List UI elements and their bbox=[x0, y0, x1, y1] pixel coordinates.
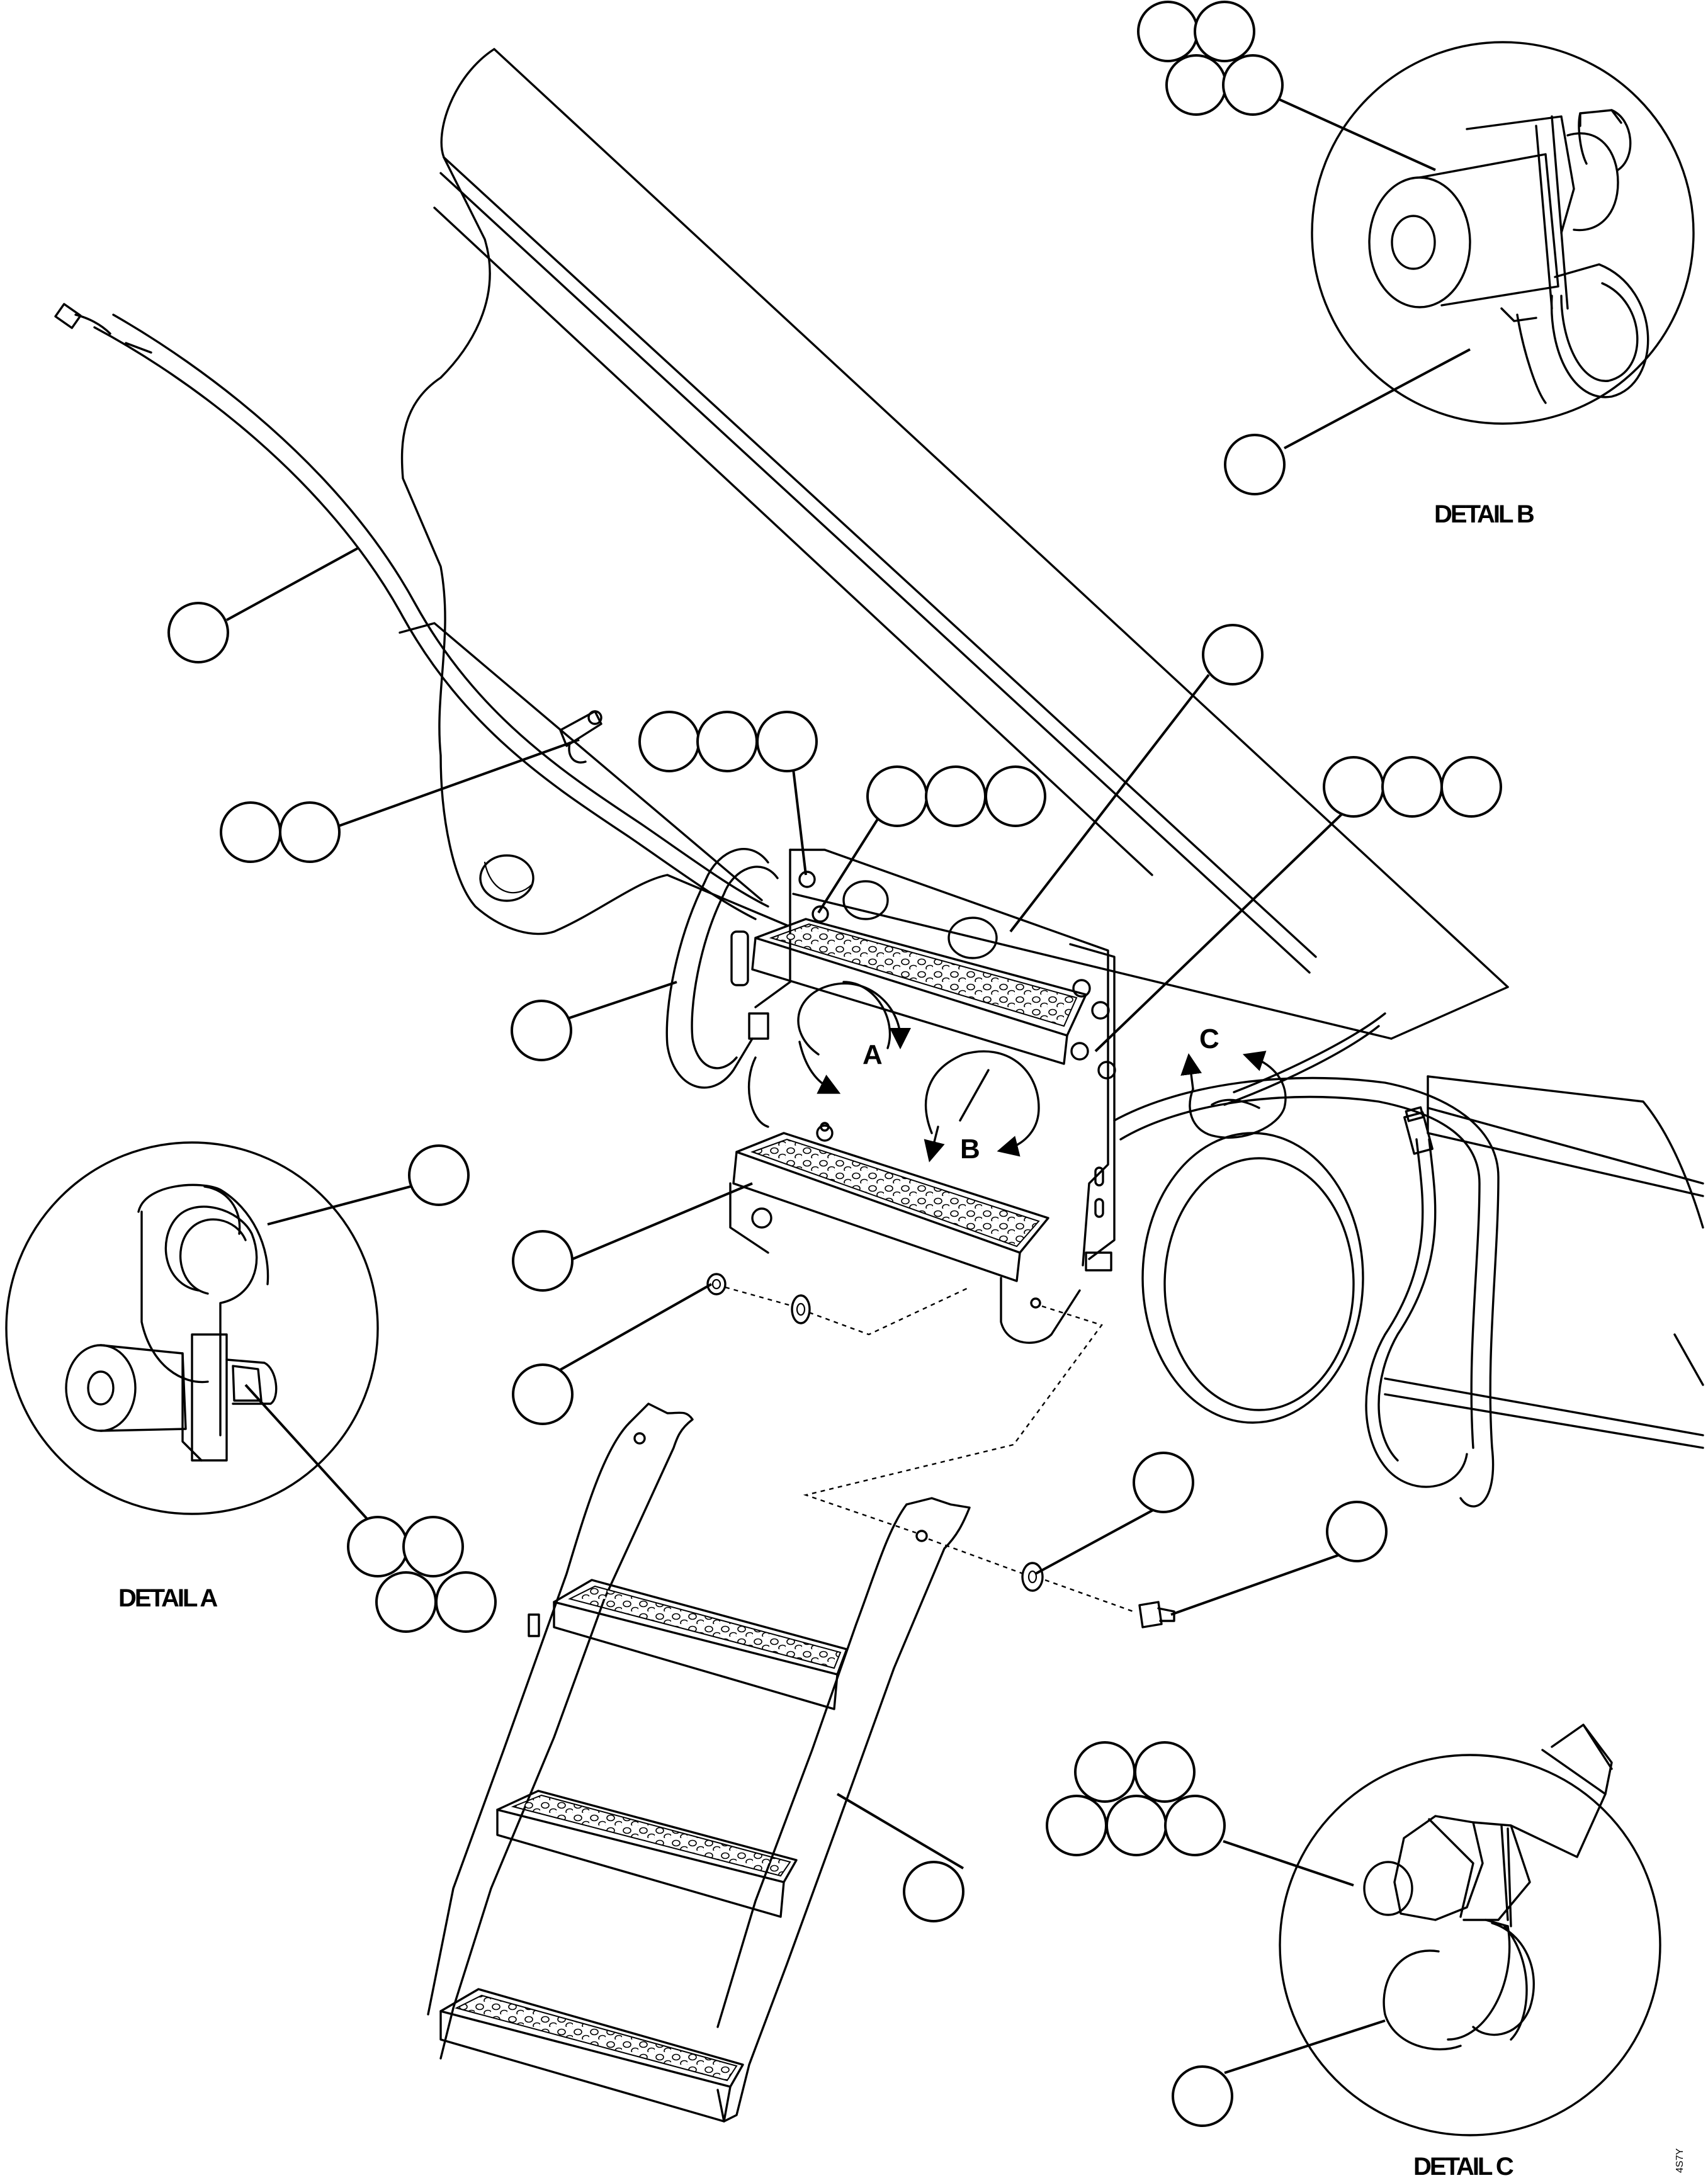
callout-balloon bbox=[375, 1571, 437, 1633]
callout-balloon bbox=[435, 1571, 497, 1633]
hose-routing bbox=[1113, 1012, 1500, 1508]
callout-balloon bbox=[903, 1861, 964, 1922]
callout-balloon bbox=[1165, 54, 1227, 116]
callout-balloon bbox=[167, 602, 229, 663]
machine-frame bbox=[399, 48, 1704, 1449]
ladder bbox=[427, 1402, 971, 2123]
callout-balloon bbox=[1106, 1795, 1167, 1856]
callout-balloon bbox=[638, 711, 700, 772]
callout-balloon bbox=[925, 765, 987, 827]
detail-a-view: DETAIL A bbox=[5, 1141, 379, 1612]
view-arrow-a-label: A bbox=[862, 1039, 883, 1070]
view-arrow-c-label: C bbox=[1199, 1024, 1219, 1054]
callout-balloon bbox=[1172, 2065, 1233, 2127]
callout-balloon bbox=[408, 1144, 470, 1206]
detail-b-label: DETAIL B bbox=[1434, 500, 1534, 528]
hydraulic-hose bbox=[54, 303, 769, 920]
leader-lines bbox=[226, 98, 1471, 2074]
callout-balloon bbox=[696, 711, 758, 772]
callout-balloon bbox=[220, 801, 281, 863]
callout-balloon bbox=[1202, 624, 1264, 686]
callout-balloon bbox=[1222, 54, 1284, 116]
callout-balloon bbox=[402, 1516, 464, 1577]
hardware bbox=[706, 1273, 1175, 1628]
detail-a-label: DETAIL A bbox=[118, 1584, 217, 1612]
callout-balloon bbox=[1133, 1452, 1194, 1513]
callout-balloon bbox=[512, 1363, 574, 1425]
hose-clamp bbox=[559, 710, 602, 764]
callout-balloon bbox=[1194, 1, 1255, 62]
callout-balloon bbox=[1440, 756, 1502, 818]
detail-c-view: DETAIL C bbox=[1279, 1724, 1661, 2178]
callout-balloon bbox=[1224, 434, 1286, 495]
view-arrows: A B C bbox=[797, 981, 1287, 1165]
callout-balloons bbox=[167, 1, 1502, 2127]
callout-balloon bbox=[1134, 1741, 1196, 1803]
drawing-code: 4S7Y bbox=[1675, 2148, 1685, 2173]
callout-balloon bbox=[1074, 1741, 1136, 1803]
callout-balloon bbox=[347, 1516, 409, 1577]
callout-balloon bbox=[511, 1000, 572, 1061]
upper-step-assembly bbox=[665, 848, 1116, 1344]
callout-balloon bbox=[1323, 756, 1384, 818]
callout-balloon bbox=[1326, 1501, 1388, 1562]
callout-balloon bbox=[1137, 1, 1199, 62]
detail-b-view: DETAIL B bbox=[1311, 41, 1695, 528]
callout-balloon bbox=[279, 801, 341, 863]
detail-c-label: DETAIL C bbox=[1413, 2153, 1513, 2178]
callout-balloon bbox=[985, 765, 1046, 827]
callout-balloon bbox=[1381, 756, 1443, 818]
view-arrow-b-label: B bbox=[960, 1134, 980, 1165]
callout-balloon bbox=[1046, 1795, 1107, 1856]
callout-balloon bbox=[866, 765, 928, 827]
callout-balloon bbox=[1164, 1795, 1226, 1856]
callout-balloon bbox=[512, 1230, 574, 1292]
callout-balloon bbox=[756, 711, 818, 772]
